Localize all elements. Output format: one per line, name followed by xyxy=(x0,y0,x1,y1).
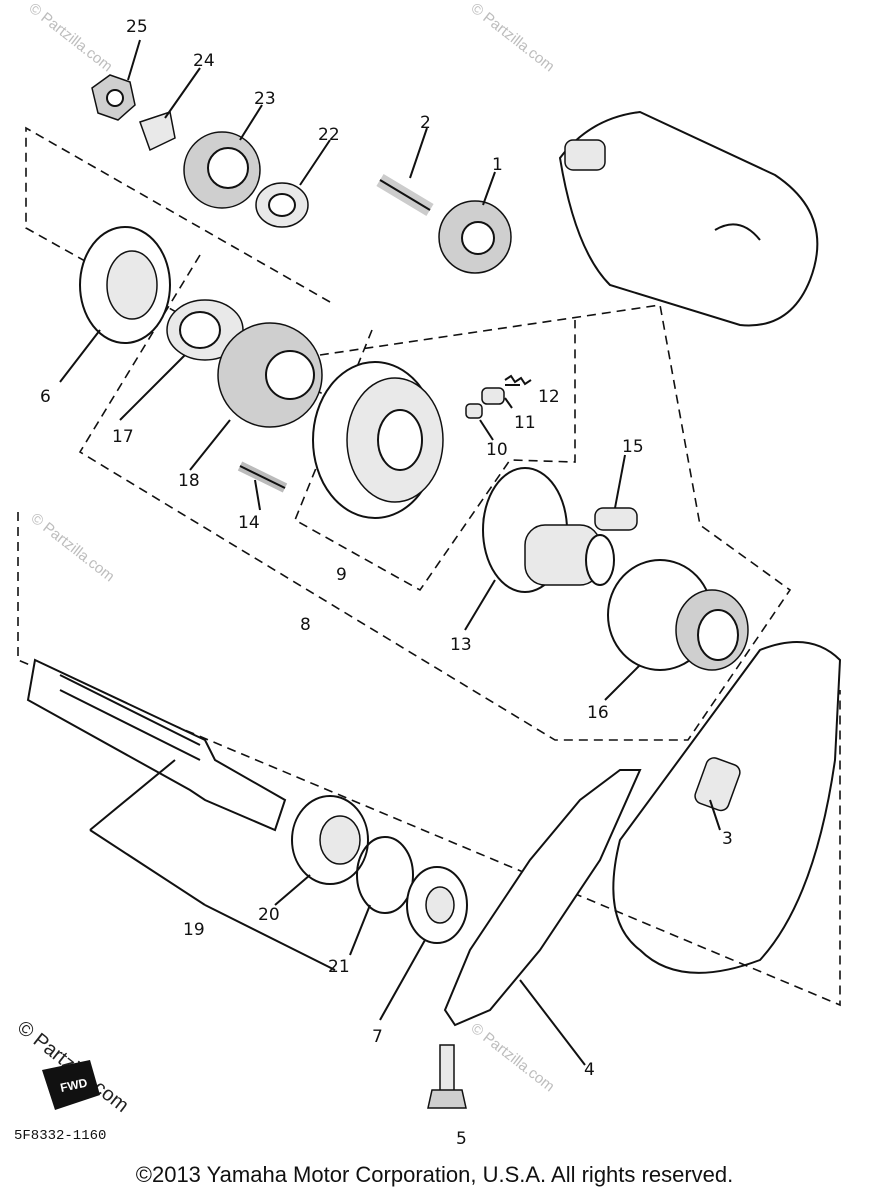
assembly-box-9 xyxy=(293,320,576,592)
watermark: © Partzilla.com xyxy=(26,0,116,75)
callout-7: 7 xyxy=(372,1027,383,1047)
callout-4: 4 xyxy=(584,1060,595,1080)
callouts: 25 24 23 22 2 1 6 17 18 12 11 10 15 14 9… xyxy=(40,17,733,1149)
fwd-indicator: FWD xyxy=(42,1060,100,1110)
assembly-box-8 xyxy=(78,254,792,741)
callout-5: 5 xyxy=(456,1129,467,1149)
key-15 xyxy=(594,507,638,531)
bracket-4 xyxy=(443,769,642,1027)
callout-22: 22 xyxy=(318,125,340,145)
plunger-11 xyxy=(481,387,505,405)
callout-3: 3 xyxy=(722,829,733,849)
watermark: © Partzilla.com xyxy=(468,0,558,75)
callout-13: 13 xyxy=(450,635,472,655)
callout-19: 19 xyxy=(183,920,205,940)
callout-16: 16 xyxy=(587,703,609,723)
callout-14: 14 xyxy=(238,513,260,533)
diagram-code: 5F8332-1160 xyxy=(14,1128,107,1144)
callout-17: 17 xyxy=(112,427,134,447)
spring-12 xyxy=(504,374,532,386)
callout-9: 9 xyxy=(336,565,347,585)
callout-21: 21 xyxy=(328,957,350,977)
assembly-box-19 xyxy=(17,512,841,1007)
fwd-label: FWD xyxy=(59,1075,89,1094)
callout-8: 8 xyxy=(300,615,311,635)
callout-12: 12 xyxy=(538,387,560,407)
callout-24: 24 xyxy=(193,51,215,71)
o-ring-21 xyxy=(356,836,414,914)
gasket xyxy=(612,641,842,974)
callout-20: 20 xyxy=(258,905,280,925)
callout-15: 15 xyxy=(622,437,644,457)
callout-2: 2 xyxy=(420,113,431,133)
watermark: © Partzilla.com xyxy=(28,510,118,586)
copyright-notice: ©2013 Yamaha Motor Corporation, U.S.A. A… xyxy=(135,1162,734,1187)
callout-25: 25 xyxy=(126,17,148,37)
lock-washer-24 xyxy=(139,111,176,152)
starter-motor xyxy=(558,110,819,327)
callout-1: 1 xyxy=(492,155,503,175)
bolt-5 xyxy=(439,1044,455,1096)
bolt-3 xyxy=(694,757,741,812)
callout-23: 23 xyxy=(254,89,276,109)
callout-11: 11 xyxy=(514,413,536,433)
callout-10: 10 xyxy=(486,440,508,460)
callout-6: 6 xyxy=(40,387,51,407)
roller-10 xyxy=(465,403,483,419)
watermark: © Partzilla.com xyxy=(468,1020,558,1096)
shaft-19 xyxy=(26,658,287,832)
callout-18: 18 xyxy=(178,471,200,491)
